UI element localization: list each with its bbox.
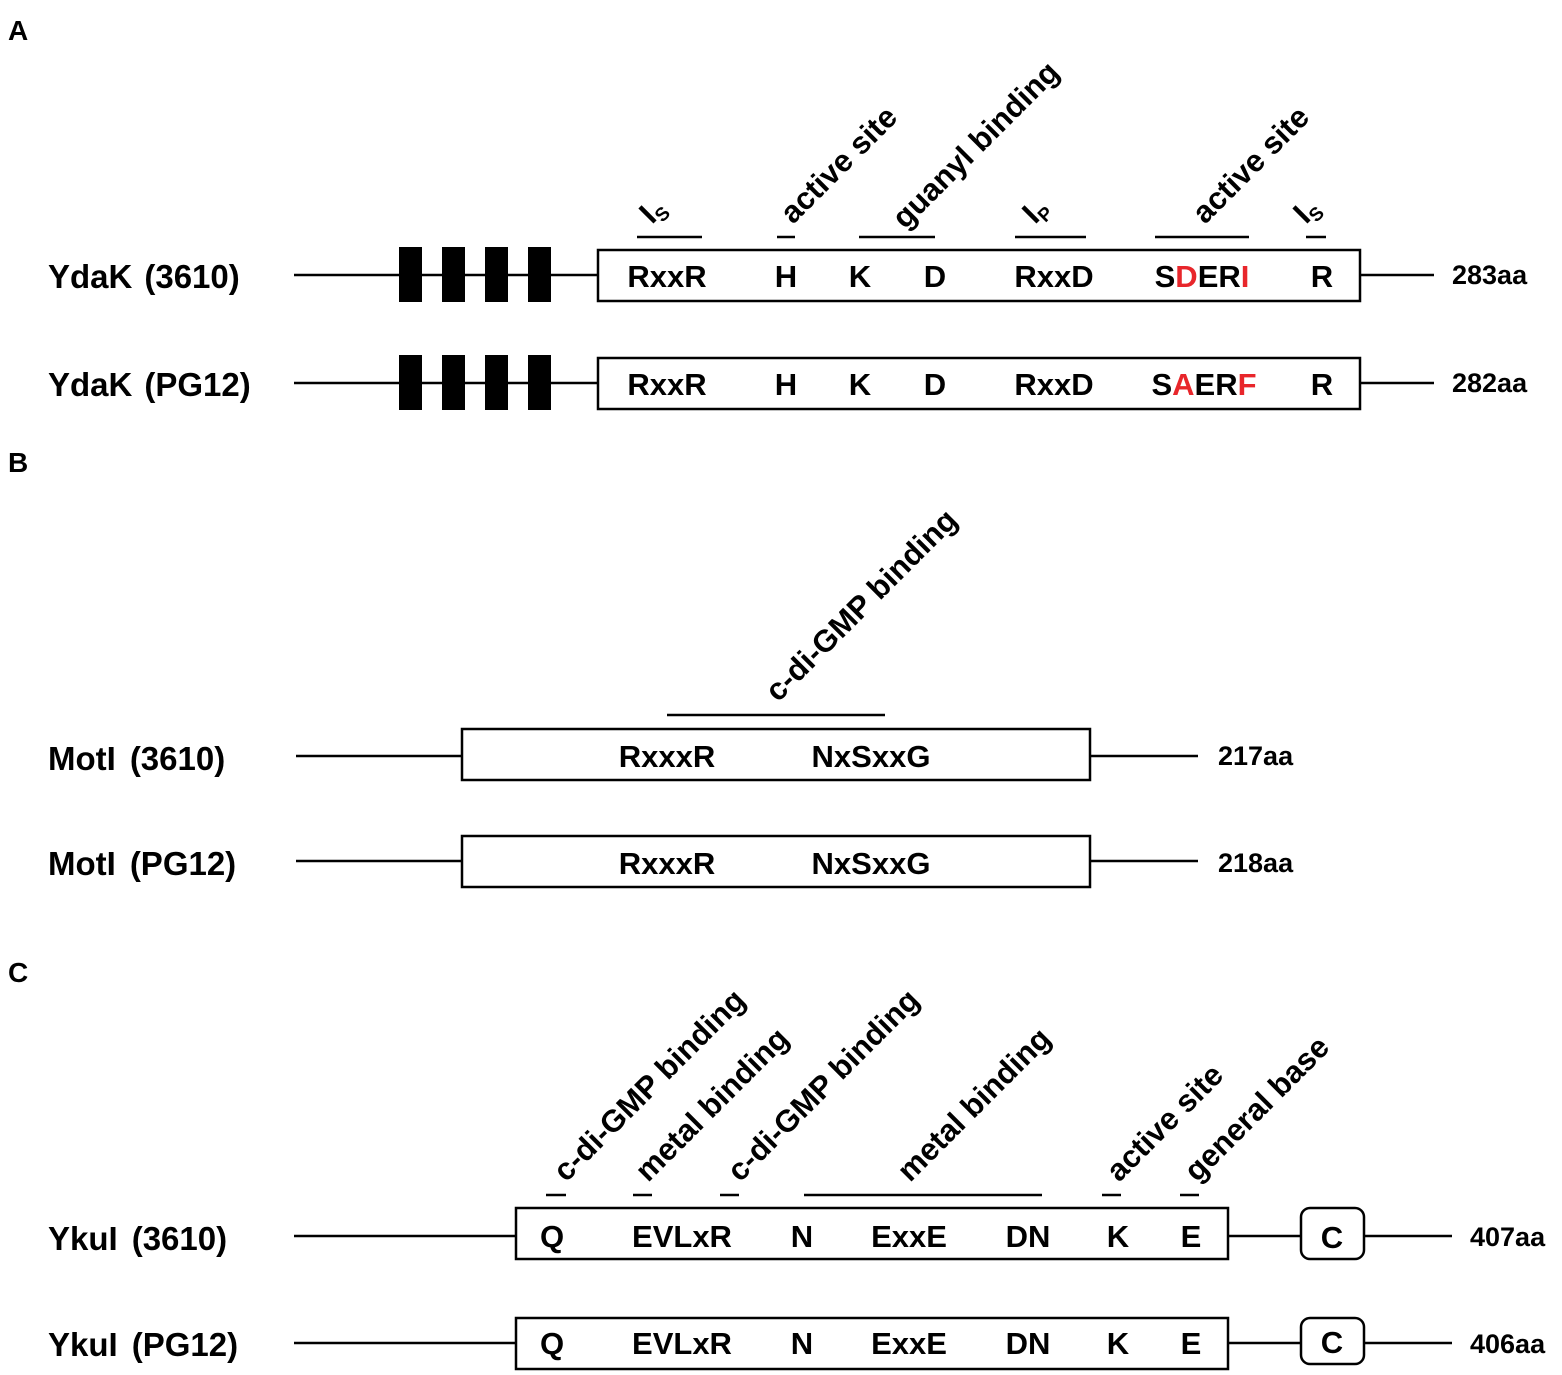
domain-box <box>514 1316 1230 1371</box>
motif: D <box>924 367 946 402</box>
motif: Q <box>540 1326 564 1361</box>
annotation-label: metal binding <box>890 1021 1057 1188</box>
annotation-label: IP <box>1015 190 1058 233</box>
c-terminal-domain-label: C <box>1321 1325 1343 1360</box>
motif-variable: SAERF <box>1151 367 1256 402</box>
svg-text:IS: IS <box>1286 190 1329 233</box>
protein-length: 217aa <box>1218 741 1294 771</box>
protein-strain: (PG12) <box>132 1326 238 1363</box>
annotation-label: IS <box>632 190 675 233</box>
motif: ExxE <box>871 1219 947 1254</box>
annotation-label: c-di-GMP binding <box>758 502 964 708</box>
motif: NxSxxG <box>812 739 931 774</box>
protein-name: YdaK <box>48 366 133 403</box>
transmembrane-segment <box>528 355 551 410</box>
annotation-label: IS <box>1286 190 1329 233</box>
transmembrane-segment <box>442 247 465 302</box>
protein-row-moti-pg12: MotI (PG12) RxxxR NxSxxG 218aa <box>48 834 1294 889</box>
protein-row-ydak-pg12: YdaK (PG12) RxxR H K D RxxD SAERF R 282aa <box>48 355 1528 411</box>
transmembrane-segment <box>485 247 508 302</box>
svg-text:YkuI(PG12): YkuI (PG12) <box>48 1326 238 1363</box>
protein-row-moti-3610: MotI (3610) RxxxR NxSxxG 217aa <box>48 727 1294 782</box>
motif: ExxE <box>871 1326 947 1361</box>
domain-box <box>596 248 1362 303</box>
panel-a: A IS active site guanyl binding IP activ… <box>8 15 1528 411</box>
motif: R <box>1311 259 1333 294</box>
protein-strain: (3610) <box>144 258 239 295</box>
motif: K <box>849 367 872 402</box>
svg-text:MotI(3610): MotI (3610) <box>48 740 225 777</box>
c-terminal-domain <box>1299 1206 1366 1261</box>
transmembrane-segment <box>528 247 551 302</box>
motif: DN <box>1006 1326 1051 1361</box>
motif: EVLxR <box>632 1219 732 1254</box>
motif: H <box>775 367 797 402</box>
protein-length: 407aa <box>1470 1222 1546 1252</box>
panel-c: C c-di-GMP binding metal binding c-di-GM… <box>8 957 1546 1371</box>
c-terminal-domain-label: C <box>1321 1220 1343 1255</box>
protein-length: 282aa <box>1452 368 1528 398</box>
protein-length: 406aa <box>1470 1329 1546 1359</box>
protein-name: MotI <box>48 845 116 882</box>
motif: RxxxR <box>619 739 716 774</box>
svg-text:YdaK(PG12): YdaK (PG12) <box>48 366 251 403</box>
motif: E <box>1181 1326 1202 1361</box>
protein-strain: (3610) <box>130 740 225 777</box>
svg-text:YdaK(3610): YdaK (3610) <box>48 258 240 295</box>
motif: R <box>1311 367 1333 402</box>
motif: N <box>791 1326 813 1361</box>
motif: H <box>775 259 797 294</box>
panel-label-c: C <box>8 957 28 988</box>
protein-row-ykui-3610: YkuI (3610) Q EVLxR N ExxE DN K E C 407aa <box>48 1206 1546 1261</box>
protein-strain: (PG12) <box>130 845 236 882</box>
svg-text:YkuI(3610): YkuI (3610) <box>48 1220 227 1257</box>
svg-text:IS: IS <box>632 190 675 233</box>
motif-variable: SDERI <box>1155 259 1250 294</box>
motif: RxxxR <box>619 846 716 881</box>
transmembrane-segment <box>399 355 422 410</box>
panel-label-b: B <box>8 447 28 478</box>
panel-b: B c-di-GMP binding MotI (3610) RxxxR NxSx… <box>8 447 1294 889</box>
svg-text:MotI(PG12): MotI (PG12) <box>48 845 236 882</box>
protein-length: 283aa <box>1452 260 1528 290</box>
motif: RxxR <box>627 259 706 294</box>
protein-name: MotI <box>48 740 116 777</box>
protein-row-ykui-pg12: YkuI (PG12) Q EVLxR N ExxE DN K E C 406aa <box>48 1316 1546 1371</box>
motif: K <box>849 259 872 294</box>
motif: D <box>924 259 946 294</box>
motif: K <box>1107 1219 1130 1254</box>
protein-name: YkuI <box>48 1220 118 1257</box>
c-terminal-domain <box>1299 1316 1366 1366</box>
protein-length: 218aa <box>1218 848 1294 878</box>
transmembrane-segment <box>442 355 465 410</box>
protein-strain: (3610) <box>132 1220 227 1257</box>
panel-label-a: A <box>8 15 28 46</box>
domain-box <box>460 834 1092 889</box>
protein-name: YkuI <box>48 1326 118 1363</box>
domain-box <box>514 1206 1230 1261</box>
protein-strain: (PG12) <box>144 366 250 403</box>
motif: N <box>791 1219 813 1254</box>
motif: Q <box>540 1219 564 1254</box>
motif: DN <box>1006 1219 1051 1254</box>
transmembrane-segment <box>485 355 508 410</box>
motif: RxxD <box>1014 259 1093 294</box>
protein-row-ydak-3610: YdaK (3610) RxxR H K D RxxD SDERI R 283aa <box>48 247 1528 303</box>
motif: K <box>1107 1326 1130 1361</box>
domain-box <box>460 727 1092 782</box>
motif: RxxD <box>1014 367 1093 402</box>
svg-text:IP: IP <box>1015 190 1058 233</box>
transmembrane-segment <box>399 247 422 302</box>
motif: NxSxxG <box>812 846 931 881</box>
motif: E <box>1181 1219 1202 1254</box>
domain-box <box>596 356 1362 411</box>
svg-text:metal binding: metal binding <box>890 1021 1057 1188</box>
motif: RxxR <box>627 367 706 402</box>
motif: EVLxR <box>632 1326 732 1361</box>
protein-name: YdaK <box>48 258 133 295</box>
svg-text:c-di-GMP binding: c-di-GMP binding <box>758 502 964 708</box>
